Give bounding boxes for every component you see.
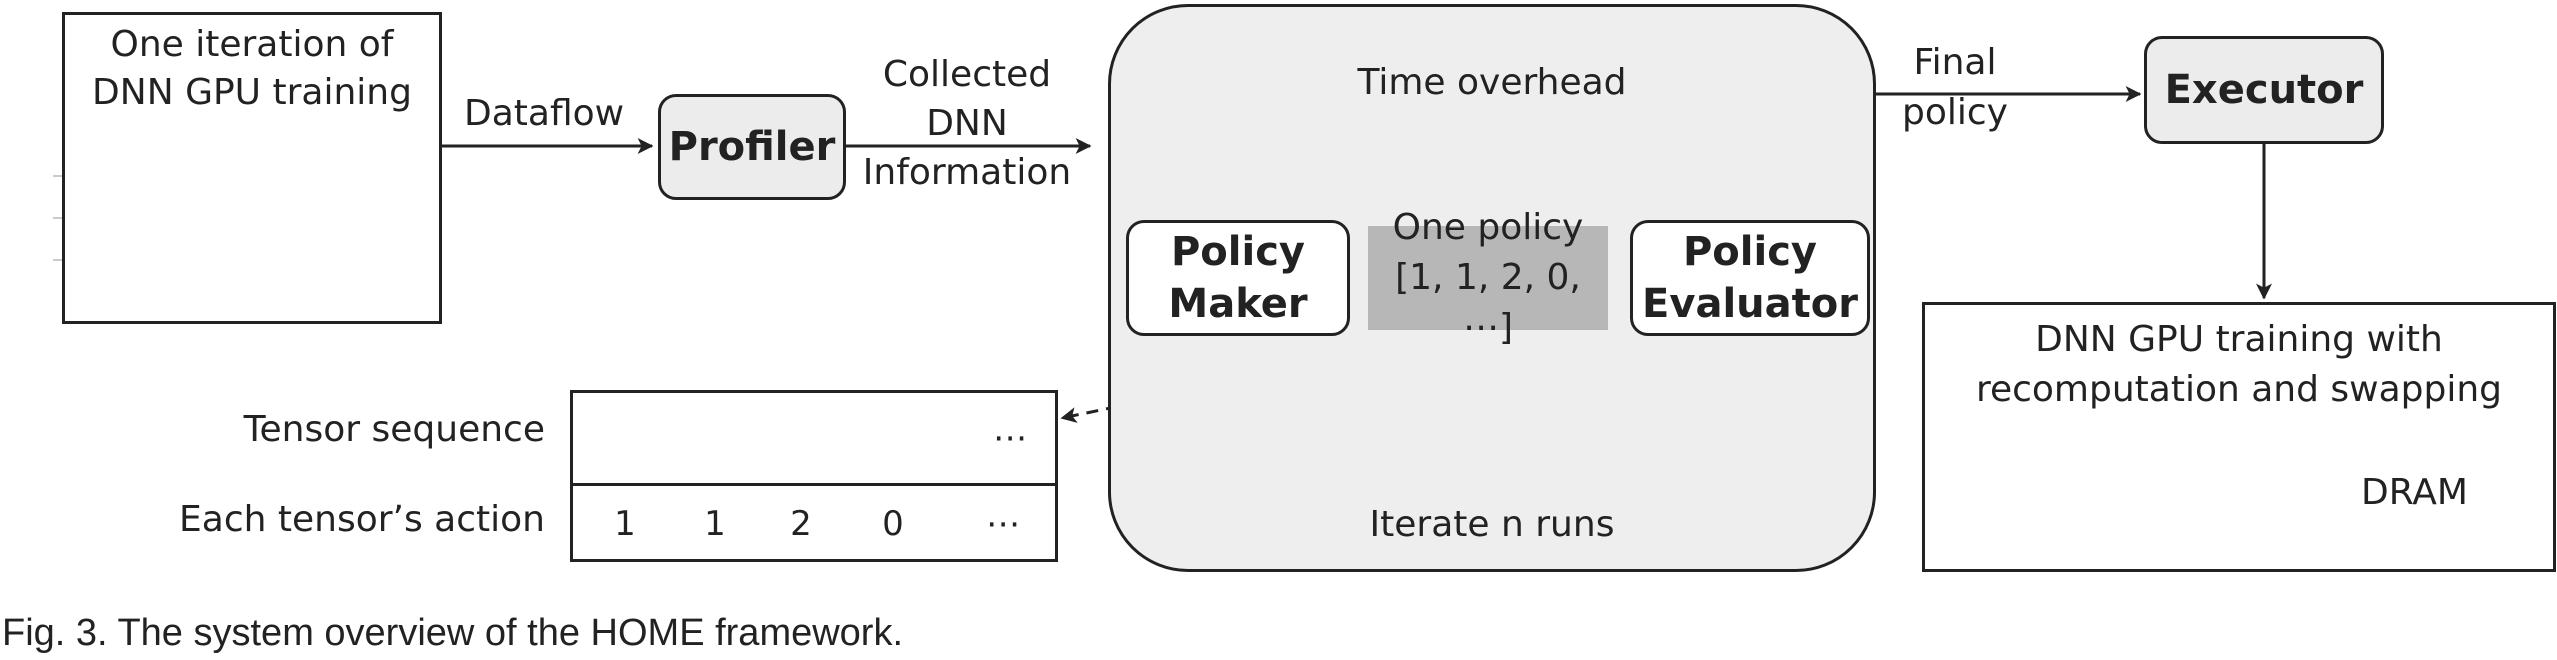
executor-box: Executor — [2144, 36, 2384, 144]
tensor-sequence-label: Tensor sequence — [243, 409, 545, 450]
policy-maker-line1: Policy — [1170, 229, 1305, 275]
collected-line2: DNN — [926, 103, 1008, 144]
executor-label: Executor — [2164, 67, 2364, 113]
input-title-line2: DNN GPU training — [92, 72, 412, 113]
tensor-action-1: 1 — [704, 504, 726, 544]
one-policy-box: One policy [1, 1, 2, 0, ⋯] — [1368, 207, 1608, 348]
policy-maker-line2: Maker — [1168, 281, 1308, 327]
collected-line3: Information — [862, 152, 1072, 193]
dram-label: DRAM — [2361, 472, 2468, 513]
tensor-action-label: Each tensor’s action — [179, 499, 545, 540]
output-title-line1: DNN GPU training with — [2035, 319, 2443, 360]
figure-caption: Fig. 3. The system overview of the HOME … — [2, 612, 904, 654]
policy-evaluator-box: Policy Evaluator — [1630, 220, 1870, 336]
one-policy-line2: [1, 1, 2, 0, ⋯] — [1395, 257, 1581, 348]
input-training-box: One iteration of DNN GPU training — [62, 12, 442, 324]
policy-maker-box: Policy Maker — [1126, 220, 1350, 336]
time-overhead-label: Time overhead — [1357, 62, 1627, 103]
policy-evaluator-line1: Policy — [1682, 229, 1817, 275]
profiler-box: Profiler — [658, 94, 846, 200]
tensor-action-2: 2 — [790, 504, 812, 544]
tensor-table-divider — [573, 483, 1055, 486]
tensor-action-4: ⋯ — [986, 504, 1020, 544]
policy-evaluator-line2: Evaluator — [1642, 281, 1858, 327]
output-title-line2: recomputation and swapping — [1975, 369, 2503, 410]
final-policy-line2: policy — [1902, 92, 2008, 133]
tensor-action-3: 0 — [882, 504, 904, 544]
one-policy-line1: One policy — [1392, 207, 1584, 248]
tensor-ellipsis: ⋯ — [993, 418, 1027, 458]
dataflow-label: Dataflow — [464, 93, 625, 134]
profiler-label: Profiler — [668, 124, 836, 170]
tensor-action-0: 1 — [614, 504, 636, 544]
iterate-label: Iterate n runs — [1369, 504, 1615, 545]
output-training-box: DNN GPU training with recomputation and … — [1922, 302, 2556, 572]
tensor-table: ⋯ 1 1 2 0 ⋯ — [570, 390, 1058, 562]
collected-line1: Collected — [882, 54, 1052, 95]
final-policy-line1: Final — [1913, 42, 1997, 83]
input-title-line1: One iteration of — [110, 24, 394, 65]
